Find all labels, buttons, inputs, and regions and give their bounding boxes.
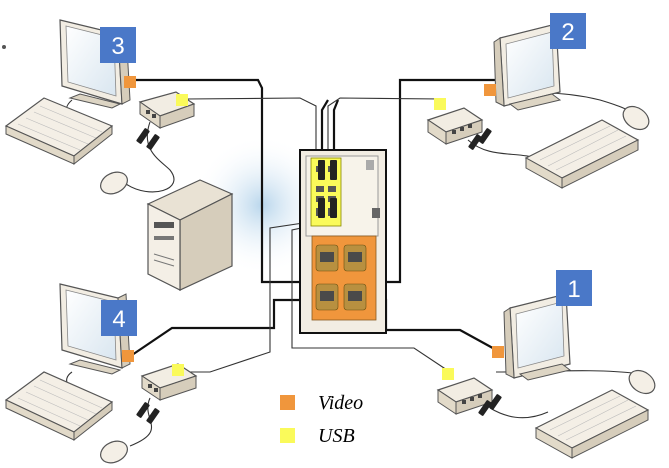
monitor-icon <box>59 19 131 109</box>
multi-seat-tower-icon <box>299 149 387 334</box>
mouse-icon <box>100 440 128 464</box>
usb-port <box>172 364 184 376</box>
monitor-icon <box>503 293 572 381</box>
legend: Video USB <box>280 392 363 447</box>
usb-port <box>442 368 454 380</box>
usb-cable-4 <box>176 221 311 373</box>
station-3: 3 <box>4 19 196 195</box>
keyboard-icon <box>534 389 650 459</box>
usb-plug-icon <box>136 402 160 424</box>
station-1: 1 <box>436 270 656 459</box>
keyboard-icon <box>4 371 114 442</box>
usb-cable-3 <box>185 97 317 160</box>
keyboard-icon <box>4 97 114 166</box>
station-number: 3 <box>111 33 124 60</box>
station-2: 2 <box>426 13 650 189</box>
usb-plug-icon <box>136 128 160 150</box>
video-port <box>122 350 134 362</box>
video-cable-4 <box>131 290 324 356</box>
legend-label: Video <box>318 392 363 414</box>
video-port <box>484 84 496 96</box>
video-port <box>124 76 136 88</box>
station-badge: 4 <box>101 300 137 336</box>
usb-cable-2 <box>327 97 443 160</box>
legend-item-usb: USB <box>280 425 355 447</box>
usb-plug-icon <box>318 160 337 218</box>
mouse-icon <box>628 369 656 395</box>
usb-hub-icon <box>140 363 198 401</box>
station-4: 4 <box>4 283 198 464</box>
usb-port <box>434 98 446 110</box>
computer-tower-icon <box>146 179 234 291</box>
decorative-dot <box>2 45 6 49</box>
legend-label: USB <box>318 425 355 447</box>
station-badge: 2 <box>550 13 586 49</box>
hub3-to-keyboard <box>125 121 175 193</box>
usb-plug-icon <box>468 128 492 150</box>
usb-plug-icon <box>478 394 502 416</box>
hub1-to-keyboard <box>489 407 549 419</box>
station-number: 2 <box>561 19 574 46</box>
usb-hub-icon <box>426 107 484 145</box>
monitor-icon <box>493 23 562 111</box>
station-badge: 1 <box>556 270 592 306</box>
mouse-icon <box>622 105 650 131</box>
legend-item-video: Video <box>280 392 363 414</box>
usb-port <box>176 94 188 106</box>
station-number: 1 <box>567 276 580 303</box>
mouse-icon <box>100 171 128 195</box>
station-number: 4 <box>112 306 125 333</box>
legend-swatch <box>280 395 295 410</box>
usb-hub-icon <box>436 377 494 415</box>
station-badge: 3 <box>100 27 136 63</box>
keyboard-icon <box>524 119 640 189</box>
legend-swatch <box>280 428 295 443</box>
video-port <box>492 346 504 358</box>
